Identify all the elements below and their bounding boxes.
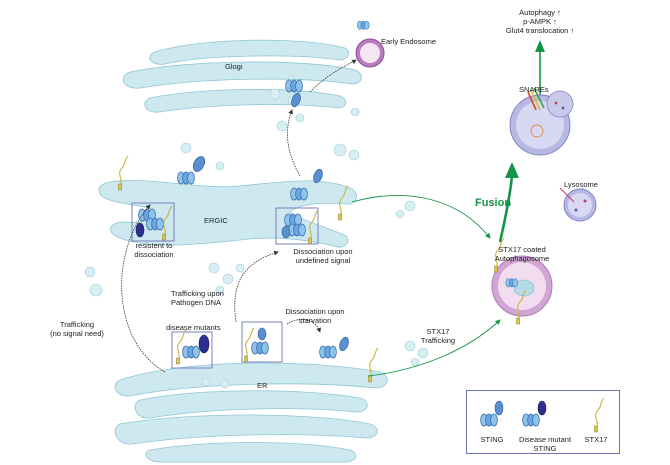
trafficking-no-signal-label: Trafficking (no signal need) [42,320,112,338]
ergic-label: ERGIC [204,216,228,225]
outcome-autophagy: Autophagy ↑ [519,8,561,17]
starvation-box [241,321,283,363]
fusion-arrow [498,40,545,243]
fusion-label: Fusion [475,197,512,209]
undefined-signal-box [275,207,319,245]
vesicles [84,88,429,389]
disease-mutants-label: disease mutants [166,323,221,332]
lysosome-label: Lysosome [564,180,598,189]
golgi [122,39,362,113]
autophagosome-line-1: STX17 coated [498,245,546,254]
dissociation-starvation-line-2: starvation [298,316,332,325]
legend-stx17-label: STX17 [584,435,608,444]
resistent-line-1: resistent to [135,241,173,250]
er-label: ER [257,381,268,390]
autophagosome-label: STX17 coated Autophagosome [487,245,557,263]
legend-sting-label: STING [480,435,504,444]
dissociation-starvation-label: Dissociation upon starvation [275,307,355,325]
dissociation-undefined-line-1: Dissociation upon [293,247,353,256]
er [114,362,388,463]
snares-label: SNAREs [519,85,549,94]
autophagosome [491,237,553,325]
trafficking-pathogen-line-1: Trafficking upon [171,289,224,298]
stx17-trafficking-line-2: Trafficking [420,336,456,345]
resistent-line-2: dissociation [134,250,174,259]
stx17-trafficking-label: STX17 Trafficking [416,327,460,345]
dissociation-starvation-line-1: Dissociation upon [285,307,345,316]
legend-mutant-line-1: Disease mutant [518,435,572,444]
dissociation-undefined-line-2: undefined signal [295,256,351,265]
trafficking-arrows [121,59,357,373]
resistent-complex-box [131,202,175,242]
autolysosome [509,87,574,156]
trafficking-no-signal-line-1: Trafficking [59,320,95,329]
outcome-glut4: Glut4 translocation ↑ [505,26,575,35]
stx17-trafficking-line-1: STX17 [426,327,450,336]
sting-clusters [117,79,379,383]
outcomes-list: Autophagy ↑ p-AMPK ↑ Glut4 translocation… [495,8,585,35]
legend-mutant-line-2: STING [533,444,557,453]
trafficking-pathogen-label: Trafficking upon Pathogen DNA [171,289,224,307]
legend-glyphs [480,397,605,433]
golgi-label: Glogi [225,62,243,71]
autophagosome-line-2: Autophagosome [494,254,550,263]
legend-mutant-label: Disease mutant STING [513,435,577,453]
trafficking-no-signal-line-2: (no signal need) [50,329,104,338]
lysosome [559,187,597,222]
stx17-arrows [351,195,501,377]
early-endosome-label: Early Endosome [381,37,437,46]
resistent-label: resistent to dissociation [131,241,177,259]
disease-mutant-box [171,329,213,369]
outcome-p-ampk: p-AMPK ↑ [523,17,557,26]
trafficking-pathogen-line-2: Pathogen DNA [171,298,222,307]
legend [466,390,620,454]
early-endosome [355,20,385,68]
dissociation-undefined-label: Dissociation upon undefined signal [283,247,363,265]
